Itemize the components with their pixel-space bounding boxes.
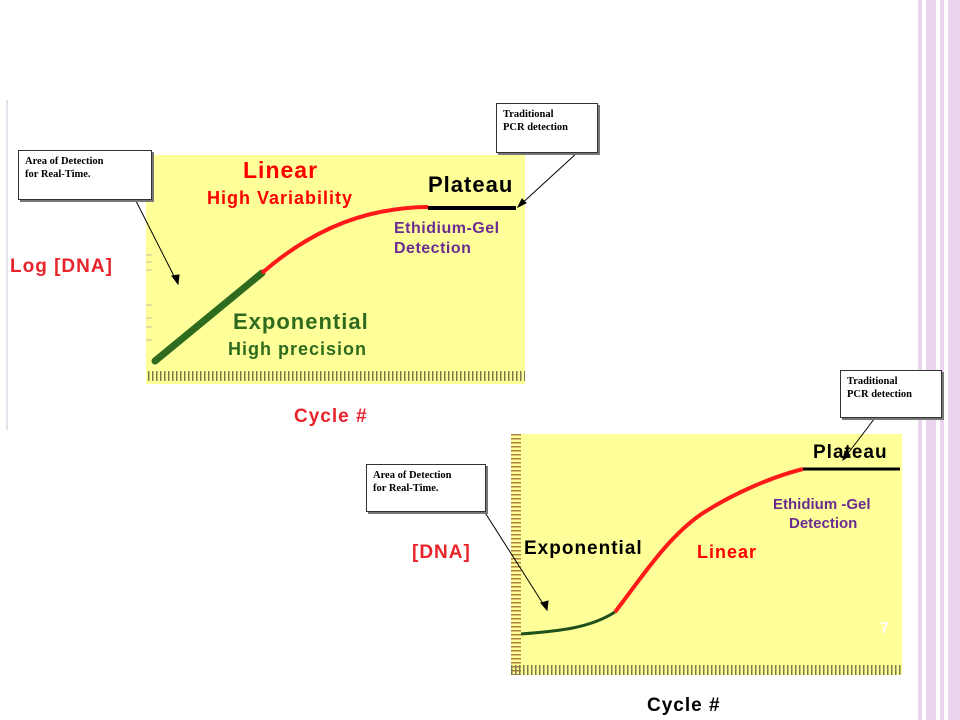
bottom-linear-segment <box>613 467 804 614</box>
bottom-y-axis-label: [DNA] <box>412 542 471 563</box>
bottom-label-ethidium: Ethidium -Gel <box>773 496 871 513</box>
top-label-high-precision: High precision <box>228 339 368 359</box>
top-label-detection: Detection <box>394 240 472 257</box>
top-y-axis-label: Log [DNA] <box>10 256 113 277</box>
bottom-exponential-segment <box>520 610 616 636</box>
bottom-detection-callout: Area of Detection for Real-Time. <box>366 464 486 512</box>
top-detection-callout: Area of Detection for Real-Time. <box>18 150 152 200</box>
slide-side-stripes <box>918 0 960 720</box>
slide-number: 7 <box>880 620 889 637</box>
bottom-traditional-callout: Traditional PCR detection <box>840 370 942 418</box>
top-x-axis-label: Cycle # <box>294 406 368 427</box>
top-label-ethidium: Ethidium-Gel <box>394 220 500 237</box>
top-traditional-callout: Traditional PCR detection <box>496 103 598 153</box>
top-exponential-segment <box>151 269 266 365</box>
top-linear-segment <box>260 205 429 275</box>
top-y-ticks <box>146 254 152 341</box>
top-callout-arrows <box>134 151 579 286</box>
bottom-label-linear: Linear <box>697 542 758 562</box>
bottom-label-plateau: Plateau <box>813 442 888 463</box>
top-label-high-variability: High Variability <box>207 188 354 208</box>
top-chart-panel <box>146 155 525 384</box>
top-label-plateau: Plateau <box>428 172 514 197</box>
top-label-exponential: Exponential <box>233 309 369 334</box>
bottom-x-axis-label: Cycle # <box>647 695 721 716</box>
bottom-label-detection: Detection <box>789 515 858 532</box>
top-label-linear: Linear <box>243 157 319 183</box>
bottom-label-exponential: Exponential <box>524 538 643 559</box>
bottom-chart-panel <box>511 434 902 675</box>
slide-left-rule <box>6 100 8 430</box>
